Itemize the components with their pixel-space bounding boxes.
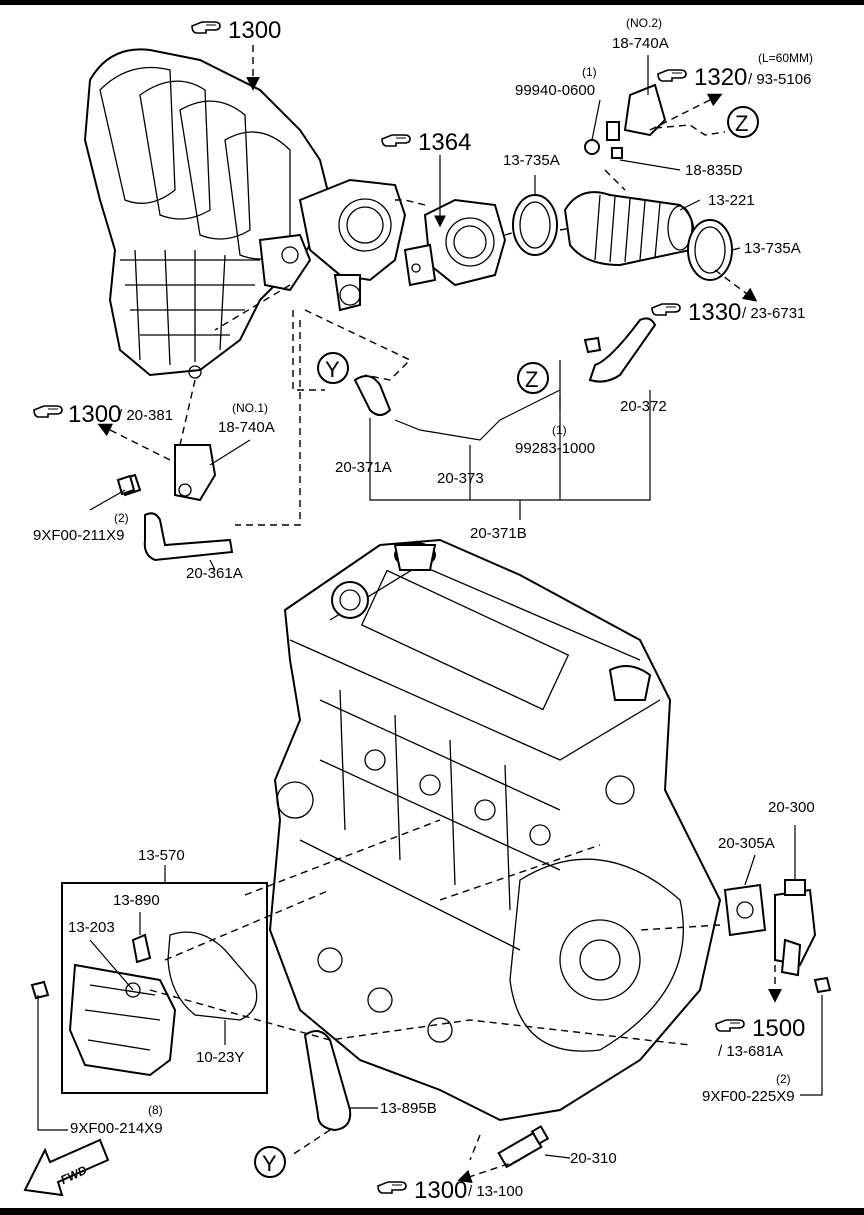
part-label: 99283-1000 bbox=[515, 440, 595, 457]
part-label: 13-890 bbox=[113, 892, 160, 909]
part-qualifier: (2) bbox=[114, 511, 129, 525]
intake-manifold bbox=[83, 48, 407, 379]
ref-number: 1364 bbox=[418, 129, 471, 156]
part-label: 9XF00-214X9 bbox=[70, 1120, 163, 1137]
part-qualifier: (NO.2) bbox=[626, 16, 662, 30]
throttle-body bbox=[403, 198, 507, 287]
callout-y-mid: Y bbox=[317, 352, 349, 384]
ref-1500: 1500 / 13-681A bbox=[715, 1015, 805, 1060]
engine-block bbox=[268, 538, 722, 1122]
part-label: 13-895B bbox=[380, 1100, 437, 1117]
part-label: 9XF00-211X9 bbox=[33, 527, 124, 544]
oil-separator-box bbox=[61, 882, 268, 1094]
ref-1330: 1330 / 23-6731 bbox=[651, 299, 805, 326]
part-label: 13-735A bbox=[744, 240, 801, 257]
sensor-20-310 bbox=[497, 1125, 550, 1169]
part-qualifier: (1) bbox=[582, 65, 597, 79]
part-label: 99940-0600 bbox=[515, 82, 595, 99]
part-label: 18-740A bbox=[612, 35, 669, 52]
ref-sub: / 20-381 bbox=[118, 407, 173, 424]
part-label: 20-310 bbox=[570, 1150, 617, 1167]
ref-number: 1300 bbox=[414, 1177, 467, 1204]
forward-arrow-icon: FWD bbox=[23, 1138, 110, 1197]
solenoid-valve-no2 bbox=[584, 83, 667, 159]
ref-note: (L=60MM) bbox=[758, 51, 813, 65]
ref-1300-left: 1300 / 20-381 bbox=[33, 401, 173, 428]
part-qualifier: (8) bbox=[148, 1103, 163, 1117]
callout-letter: Z bbox=[525, 367, 538, 392]
part-label: 13-735A bbox=[503, 152, 560, 169]
part-labels: (NO.2) 18-740A (1) 99940-0600 13-735A 18… bbox=[33, 16, 815, 1167]
ref-number: 1330 bbox=[688, 299, 741, 326]
callout-letter: Y bbox=[325, 357, 340, 382]
pointing-hand-icon bbox=[191, 21, 221, 34]
part-label: 20-372 bbox=[620, 398, 667, 415]
part-label: 20-373 bbox=[437, 470, 484, 487]
callout-z-mid: Z bbox=[517, 362, 549, 394]
ref-number: 1300 bbox=[228, 17, 281, 44]
callout-letter: Y bbox=[262, 1151, 277, 1176]
pointing-hand-icon bbox=[651, 303, 681, 316]
top-border bbox=[0, 0, 864, 5]
ref-1364: 1364 bbox=[381, 129, 471, 156]
ref-number: 1320 bbox=[694, 64, 747, 91]
callout-y-bottom: Y bbox=[254, 1146, 286, 1178]
pointing-hand-icon bbox=[715, 1019, 745, 1032]
callout-z-top: Z bbox=[727, 106, 759, 138]
solenoid-valve-no1 bbox=[118, 444, 217, 502]
ref-sub: / 93-5106 bbox=[748, 71, 811, 88]
ref-sub: / 23-6731 bbox=[742, 305, 805, 322]
part-label: 10-23Y bbox=[196, 1049, 244, 1066]
pointing-hand-icon bbox=[33, 405, 63, 418]
part-label: 18-835D bbox=[685, 162, 743, 179]
leader-lines bbox=[37, 45, 823, 1184]
part-label: 13-221 bbox=[708, 192, 755, 209]
purge-solenoid bbox=[723, 879, 817, 977]
ref-1320: 1320 / 93-5106 (L=60MM) bbox=[657, 51, 813, 91]
vacuum-hoses bbox=[143, 317, 657, 562]
part-qualifier: (2) bbox=[776, 1072, 791, 1086]
part-qualifier: (1) bbox=[552, 423, 567, 437]
pointing-hand-icon bbox=[657, 69, 687, 82]
pointing-hand-icon bbox=[377, 1181, 407, 1194]
hose-13-895b bbox=[303, 1030, 352, 1132]
part-label: 13-203 bbox=[68, 919, 115, 936]
ref-1300-bottom: 1300 / 13-100 bbox=[377, 1177, 523, 1204]
pointing-hand-icon bbox=[381, 134, 411, 147]
ref-1300-top: 1300 bbox=[191, 17, 281, 44]
part-label: 13-570 bbox=[138, 847, 185, 864]
ref-number: 1500 bbox=[752, 1015, 805, 1042]
part-label: 20-371B bbox=[470, 525, 527, 542]
part-label: 20-371A bbox=[335, 459, 392, 476]
ref-sub: / 13-681A bbox=[718, 1043, 783, 1060]
bottom-border bbox=[0, 1208, 864, 1215]
bolts bbox=[30, 474, 832, 1000]
part-label: 20-361A bbox=[186, 565, 243, 582]
part-label: 20-305A bbox=[718, 835, 775, 852]
part-label: 18-740A bbox=[218, 419, 275, 436]
part-label: 9XF00-225X9 bbox=[702, 1088, 795, 1105]
part-label: 20-300 bbox=[768, 799, 815, 816]
air-hose-assembly bbox=[512, 191, 733, 281]
part-qualifier: (NO.1) bbox=[232, 401, 268, 415]
callout-letter: Z bbox=[735, 111, 748, 136]
ref-number: 1300 bbox=[68, 401, 121, 428]
ref-sub: / 13-100 bbox=[468, 1183, 523, 1200]
